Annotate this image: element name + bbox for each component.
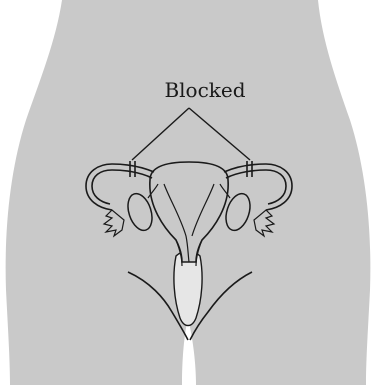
blocked-label: Blocked <box>164 78 245 102</box>
